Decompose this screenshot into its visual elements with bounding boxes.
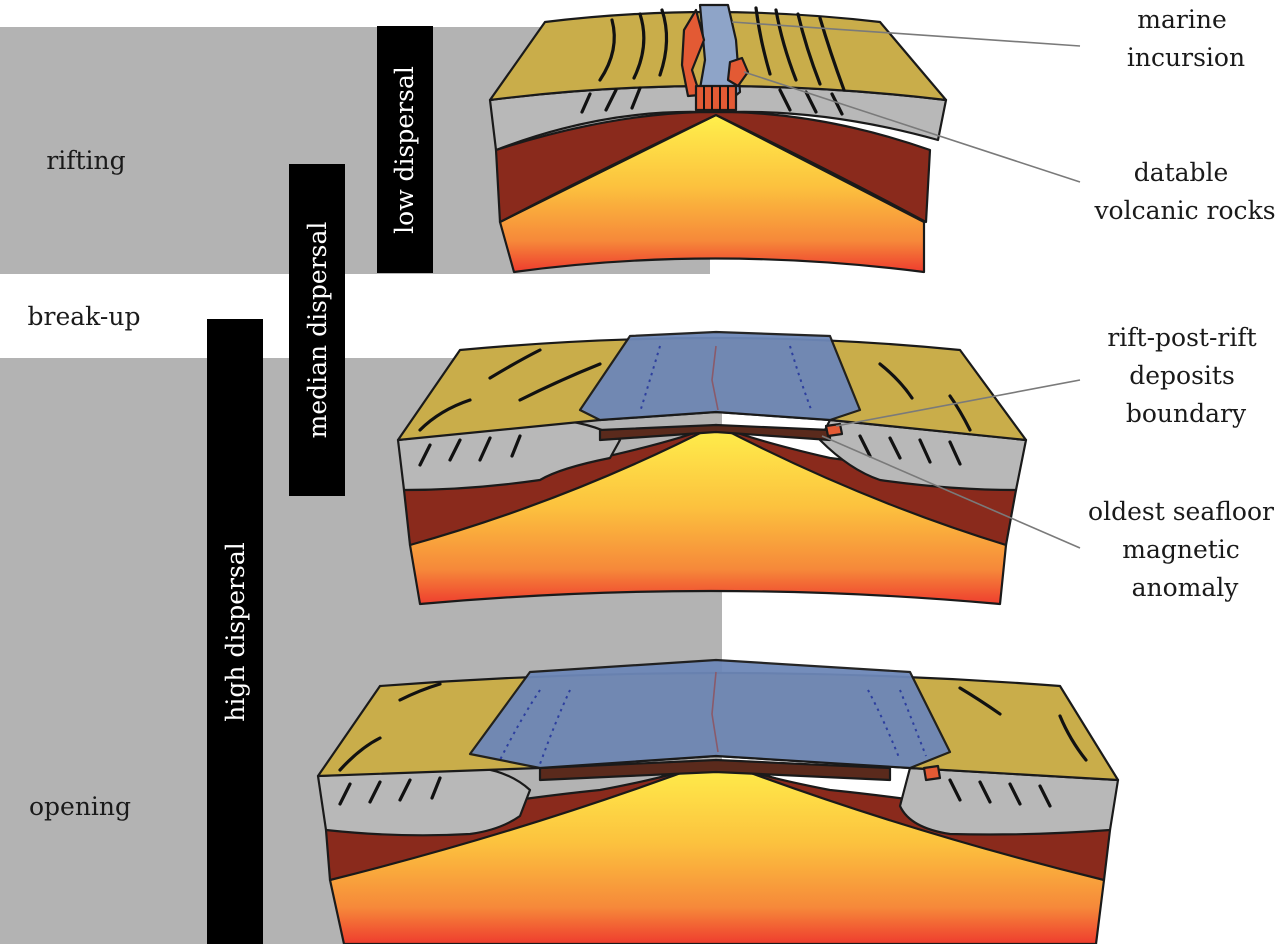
rift-boundary-line-3: boundary — [1126, 399, 1247, 428]
high-dispersal-bar — [207, 319, 263, 944]
break-up-block — [396, 330, 1028, 606]
rift-boundary-line-2: deposits — [1129, 361, 1235, 390]
leader-lines — [731, 21, 1081, 549]
high-dispersal-label: high dispersal — [221, 542, 250, 721]
median-dispersal-bar — [289, 164, 345, 496]
rifting-volcanic-rocks — [726, 56, 750, 88]
break-up-ridge — [711, 345, 719, 411]
datable-volcanic-line-1: datable — [1134, 158, 1229, 187]
opening-right-crust — [898, 766, 1120, 836]
marine-incursion-line-1: marine — [1137, 5, 1226, 34]
opening-ridge — [711, 671, 719, 753]
break-up-left-crust — [396, 418, 622, 492]
break-up-ocean — [578, 330, 862, 422]
rift-boundary-line-1: rift-post-rift — [1107, 323, 1256, 352]
marine-incursion-label: marine incursion — [1127, 5, 1245, 72]
break-up-right-crust — [818, 418, 1028, 492]
opening-sediment-layer — [538, 758, 892, 782]
rifting-asthenosphere — [498, 113, 926, 274]
low-dispersal-bar — [377, 26, 433, 273]
datable-volcanic-rocks-label: datable volcanic rocks — [1093, 158, 1275, 225]
oldest-seafloor-line-3: anomaly — [1132, 573, 1240, 602]
break-up-volcanic-rocks — [824, 422, 844, 438]
rifting-block — [488, 3, 948, 274]
median-dispersal-label: median dispersal — [303, 222, 332, 439]
marine-incursion-line-2: incursion — [1127, 43, 1245, 72]
rifting-lithosphere — [494, 110, 932, 224]
opening-ocean — [468, 658, 952, 770]
opening-volcanic-rocks — [922, 764, 942, 782]
opening-faults — [338, 682, 1088, 808]
oldest-seafloor-line-2: magnetic — [1122, 535, 1240, 564]
opening-isochron — [539, 689, 571, 765]
rift-post-rift-boundary-label: rift-post-rift deposits boundary — [1107, 323, 1264, 428]
break-up-isochron — [789, 345, 813, 413]
rifting-dykes — [703, 86, 729, 110]
rifting-volcanic-rocks — [680, 8, 706, 98]
oldest-seafloor-line-1: oldest seafloor — [1088, 497, 1274, 526]
opening-isochron — [899, 689, 927, 757]
rifting-faults — [580, 6, 846, 116]
break-up-asthenosphere — [408, 423, 1008, 606]
rifting-stage-label: rifting — [46, 146, 125, 175]
low-dispersal-label: low dispersal — [390, 66, 419, 234]
break-up-faults — [418, 348, 972, 467]
opening-stage-label: opening — [29, 792, 131, 821]
datable-volcanic-line-2: volcanic rocks — [1093, 196, 1275, 225]
opening-block — [316, 658, 1120, 944]
opening-isochron — [867, 689, 901, 761]
opening-left-crust — [316, 766, 532, 837]
oldest-seafloor-anomaly-label: oldest seafloor magnetic anomaly — [1088, 497, 1280, 602]
rifting-dyke-swarm — [694, 84, 738, 112]
break-up-stage-label: break-up — [28, 302, 141, 331]
